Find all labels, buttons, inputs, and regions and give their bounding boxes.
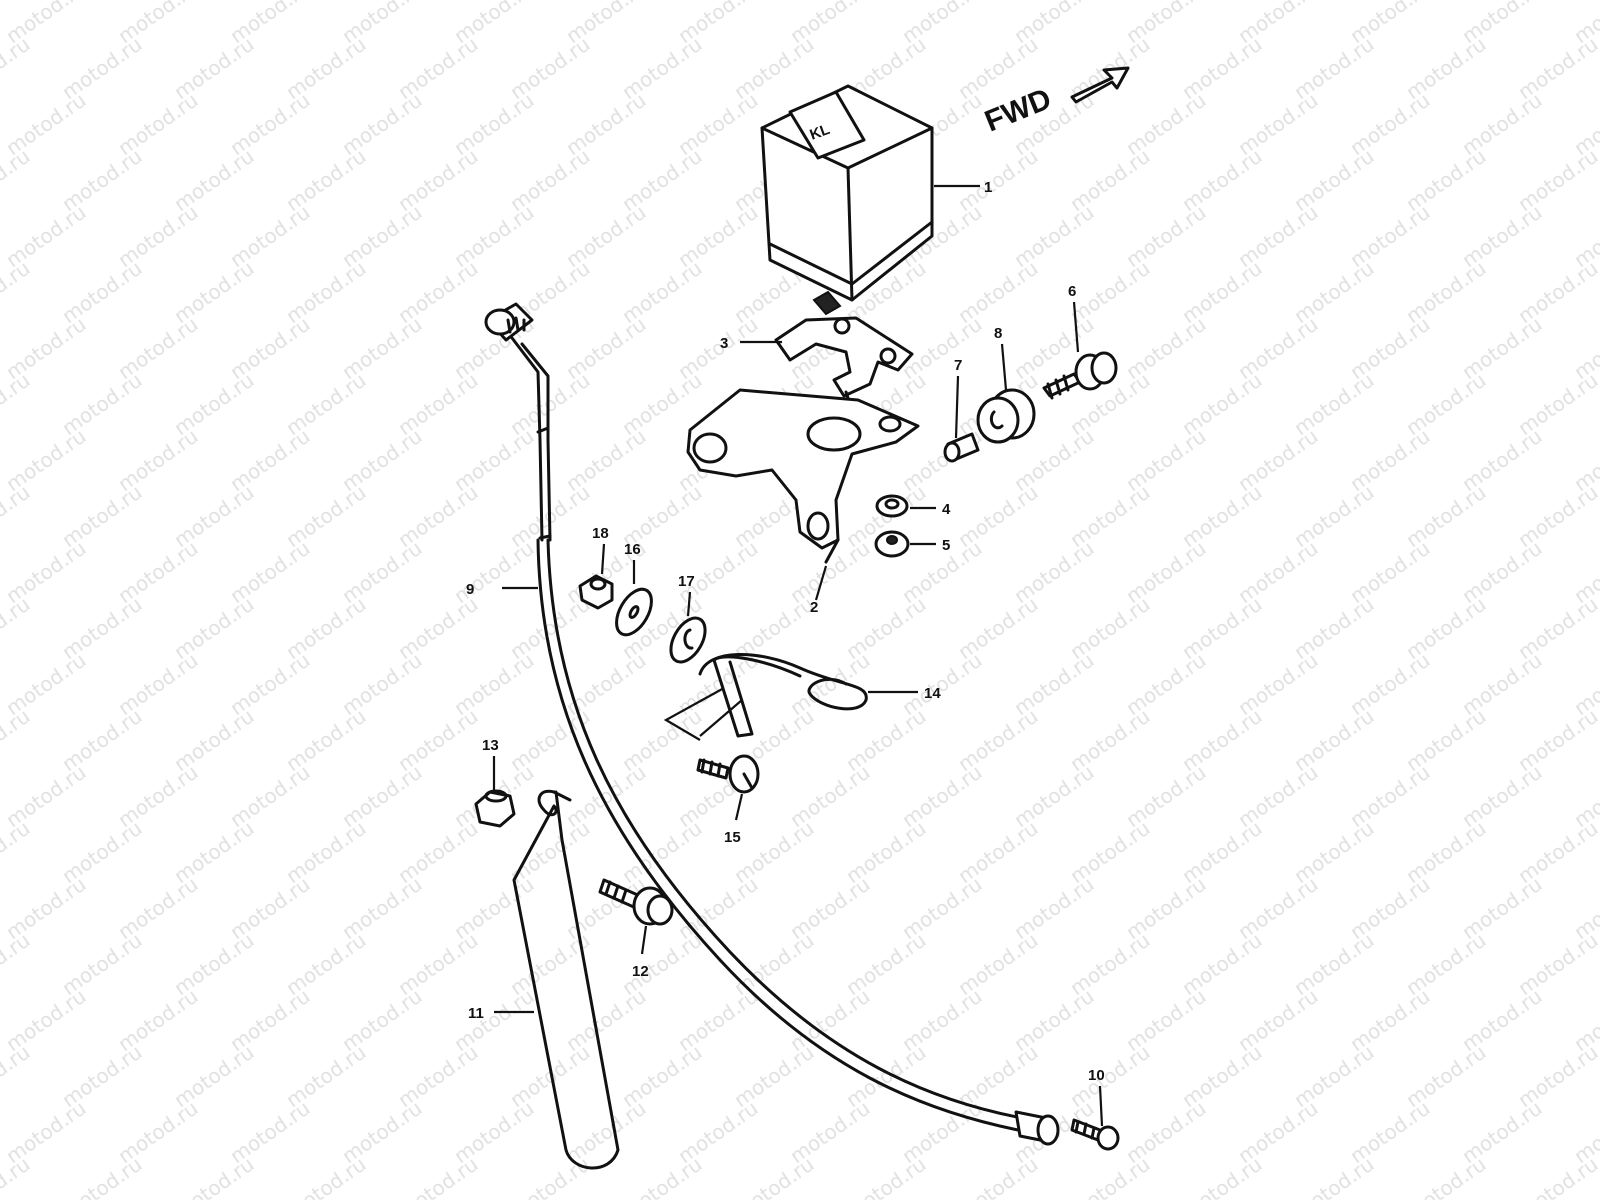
part-label-5: 5 — [942, 537, 950, 554]
main-bracket — [686, 388, 920, 564]
screw-10 — [1070, 1118, 1120, 1151]
part-label-16: 16 — [624, 541, 641, 558]
nut-5 — [874, 530, 910, 558]
part-label-4: 4 — [942, 501, 951, 518]
upper-bracket — [774, 316, 914, 406]
washer-4 — [875, 494, 909, 518]
part-labels: 1 2 3 4 5 6 7 8 9 10 11 12 13 14 15 16 1… — [466, 179, 1105, 1084]
svg-text:KL: KL — [808, 121, 833, 144]
connector-lines — [663, 687, 743, 741]
flange-bolt-6 — [1042, 351, 1118, 400]
forward-direction-indicator: FWD — [980, 66, 1130, 138]
speedometer-cable-9 — [484, 302, 1060, 1146]
leader-lines — [492, 184, 1104, 1127]
regulator-box: KL — [760, 84, 934, 316]
part-label-11: 11 — [468, 1005, 484, 1022]
clip-17 — [669, 616, 707, 664]
part-label-17: 17 — [678, 573, 695, 590]
part-label-1: 1 — [984, 179, 992, 196]
part-label-10: 10 — [1088, 1067, 1105, 1084]
spring-14 — [698, 653, 868, 738]
bolt-12 — [598, 878, 674, 926]
forward-arrow-icon — [1070, 66, 1130, 104]
part-label-13: 13 — [482, 737, 499, 754]
cushion-8 — [976, 388, 1036, 444]
part-label-8: 8 — [994, 325, 1002, 342]
fwd-label: FWD — [980, 82, 1056, 138]
collar-7 — [943, 432, 980, 463]
part-label-18: 18 — [592, 525, 609, 542]
part-label-9: 9 — [466, 581, 474, 598]
nut-13 — [474, 789, 516, 828]
part-label-2: 2 — [810, 599, 818, 616]
wire-guide-11 — [512, 789, 620, 1170]
part-label-15: 15 — [724, 829, 741, 846]
part-label-14: 14 — [924, 685, 941, 702]
screw-15 — [696, 754, 760, 794]
part-label-3: 3 — [720, 335, 728, 352]
part-label-7: 7 — [954, 357, 962, 374]
part-label-12: 12 — [632, 963, 649, 980]
washer-16 — [615, 587, 653, 637]
part-label-6: 6 — [1068, 283, 1076, 300]
nut-18 — [578, 574, 614, 610]
